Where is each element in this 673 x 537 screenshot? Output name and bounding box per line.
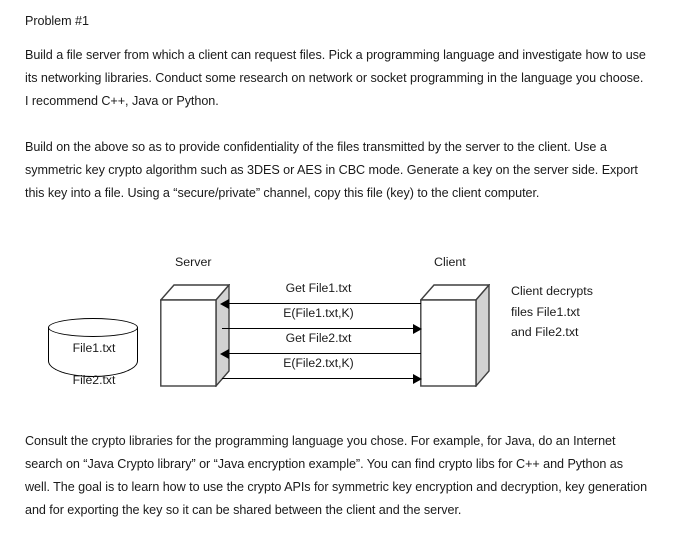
paragraph-consult: Consult the crypto libraries for the pro… (25, 434, 648, 517)
page-title: Problem #1 (25, 14, 89, 28)
message-label-4: E(File2.txt,K) (283, 356, 354, 370)
datastore-file2-label: File2.txt (72, 373, 116, 387)
message-label-1: Get File1.txt (285, 281, 352, 295)
sequence-diagram: Server Client File1.txt File2.txt (0, 240, 673, 410)
client-note-line-1: Client decrypts (511, 284, 593, 298)
client-label: Client (434, 255, 466, 269)
message-arrowhead-1 (220, 298, 229, 309)
cylinder-top (48, 318, 138, 337)
message-arrowhead-2 (413, 323, 422, 334)
message-line-3 (228, 353, 421, 354)
paragraph-crypto: Build on the above so as to provide conf… (25, 140, 638, 200)
server-box-svg (159, 283, 231, 388)
message-label-2: E(File1.txt,K) (283, 306, 354, 320)
message-line-1 (228, 303, 421, 304)
message-line-2 (222, 328, 415, 329)
client-box-svg (419, 283, 491, 388)
message-arrowhead-3 (220, 348, 229, 359)
datastore-file1-label: File1.txt (72, 341, 116, 355)
message-arrowhead-4 (413, 373, 422, 384)
server-label: Server (175, 255, 212, 269)
client-note-line-2: files File1.txt (511, 304, 580, 319)
server-box-icon (159, 283, 231, 388)
client-note: Client decrypts files File1.txt and File… (511, 281, 593, 343)
cylinder-database-icon: File1.txt File2.txt (48, 318, 140, 388)
message-label-3: Get File2.txt (285, 331, 352, 345)
paragraph-intro: Build a file server from which a client … (25, 48, 646, 108)
message-line-4 (222, 378, 415, 379)
client-box-icon (419, 283, 491, 388)
client-note-line-3: and File2.txt (511, 325, 579, 339)
